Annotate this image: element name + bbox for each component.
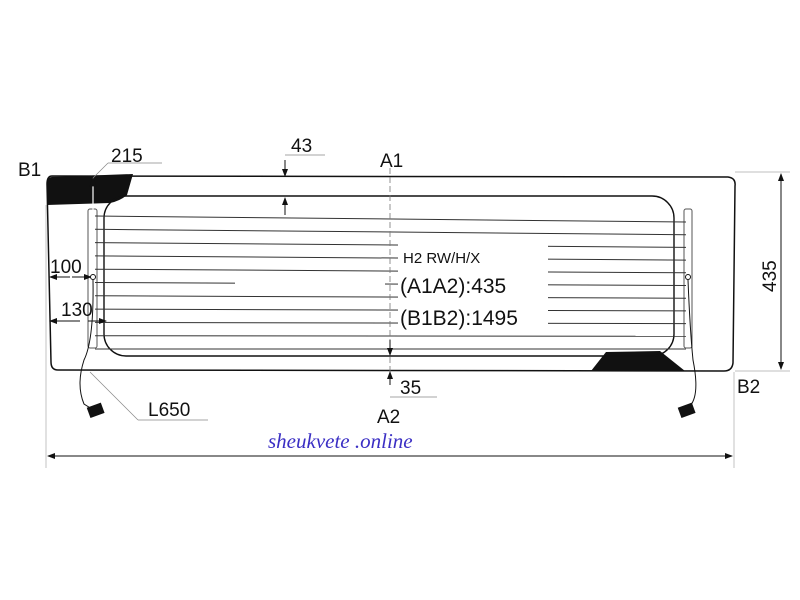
heater-line bbox=[94, 242, 687, 248]
dim-43: 43 bbox=[291, 136, 312, 157]
heater-line bbox=[94, 335, 687, 337]
heater-line bbox=[94, 295, 687, 299]
connector-left bbox=[79, 274, 105, 419]
label-a2: A2 bbox=[377, 407, 400, 428]
spec-code: H2 RW/H/X bbox=[403, 250, 480, 267]
dim-435: 435 bbox=[760, 260, 781, 292]
dim-215: 215 bbox=[111, 146, 143, 167]
spec-a1a2: (A1A2):435 bbox=[400, 275, 506, 298]
heater-line bbox=[94, 308, 687, 312]
dim-35: 35 bbox=[400, 378, 421, 399]
glass-outline bbox=[46, 175, 736, 372]
heater-line bbox=[94, 268, 687, 274]
label-b2: B2 bbox=[737, 377, 760, 398]
connector-right bbox=[677, 274, 697, 419]
watermark: sheukvete .online bbox=[268, 429, 413, 453]
label-a1: A1 bbox=[380, 151, 403, 172]
spec-b1b2: (B1B2):1495 bbox=[400, 307, 518, 330]
dim-130: 130 bbox=[61, 300, 93, 321]
black-frit-top-left bbox=[47, 174, 133, 205]
black-frit-bottom bbox=[591, 351, 685, 371]
heater-lines bbox=[94, 215, 687, 350]
heater-line bbox=[94, 228, 687, 236]
heater-line bbox=[94, 255, 687, 261]
heater-line bbox=[94, 215, 687, 223]
dim-l650: L650 bbox=[148, 400, 190, 421]
label-b1: B1 bbox=[18, 160, 41, 181]
dim-100: 100 bbox=[50, 257, 82, 278]
heater-line bbox=[94, 282, 687, 286]
busbar-right bbox=[683, 208, 693, 349]
heater-line bbox=[94, 321, 687, 325]
heated-area-outline bbox=[103, 195, 675, 357]
